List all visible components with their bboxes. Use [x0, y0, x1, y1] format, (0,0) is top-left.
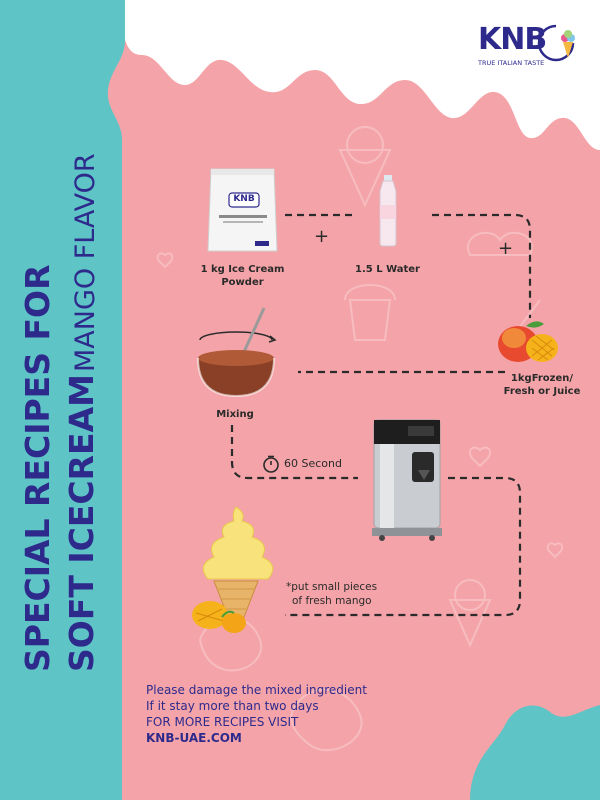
footer-line1: Please damage the mixed ingredient: [146, 683, 367, 697]
timer-icon: [263, 455, 279, 473]
logo-cone-icon: [537, 24, 575, 62]
mixing-bowl-image: [197, 307, 277, 398]
powder-bag-image: [207, 168, 278, 252]
powder-label-line1: 1 kg Ice Cream: [200, 264, 285, 275]
timer-label: 60 Second: [284, 457, 342, 470]
soft-serve-cone-image: [192, 506, 274, 633]
logo-text: KNB: [478, 22, 547, 57]
water-label: 1.5 L Water: [355, 264, 420, 275]
icecream-machine-image: [372, 419, 442, 541]
mixing-label: Mixing: [216, 409, 254, 420]
powder-label: 1 kg Ice Cream Powder: [185, 263, 300, 289]
plus-sign-2: +: [498, 238, 514, 259]
footer-text: Please damage the mixed ingredient If it…: [146, 682, 367, 746]
mango-label: 1kgFrozen/ Fresh or Juice: [492, 372, 592, 398]
water-bottle-image: [379, 175, 397, 247]
footer-line2: If it stay more than two days: [146, 699, 319, 713]
plus-sign-1: +: [314, 226, 330, 247]
powder-label-line2: Powder: [221, 277, 264, 288]
footer-website-link[interactable]: KNB-UAE.COM: [146, 731, 242, 745]
brand-logo: KNB TRUE ITALIAN TASTE: [478, 18, 588, 74]
mango-image: [498, 321, 558, 362]
powder-bag-brand: KNB: [233, 194, 255, 204]
serve-note-line2: of fresh mango: [292, 595, 372, 607]
mango-label-line2: Fresh or Juice: [503, 386, 581, 397]
side-title-line1: SPECIAL RECIPES FOR: [18, 264, 57, 673]
serve-note-line1: *put small pieces: [286, 581, 378, 593]
logo-tagline: TRUE ITALIAN TASTE: [478, 59, 545, 67]
side-title-flavor: MANGO FLAVOR: [70, 153, 101, 372]
side-title-line2: SOFT ICECREAM: [62, 374, 101, 672]
footer-line3: FOR MORE RECIPES VISIT: [146, 715, 299, 729]
mango-label-line1: 1kgFrozen/: [510, 373, 574, 384]
serve-note: *put small pieces of fresh mango: [286, 580, 377, 608]
